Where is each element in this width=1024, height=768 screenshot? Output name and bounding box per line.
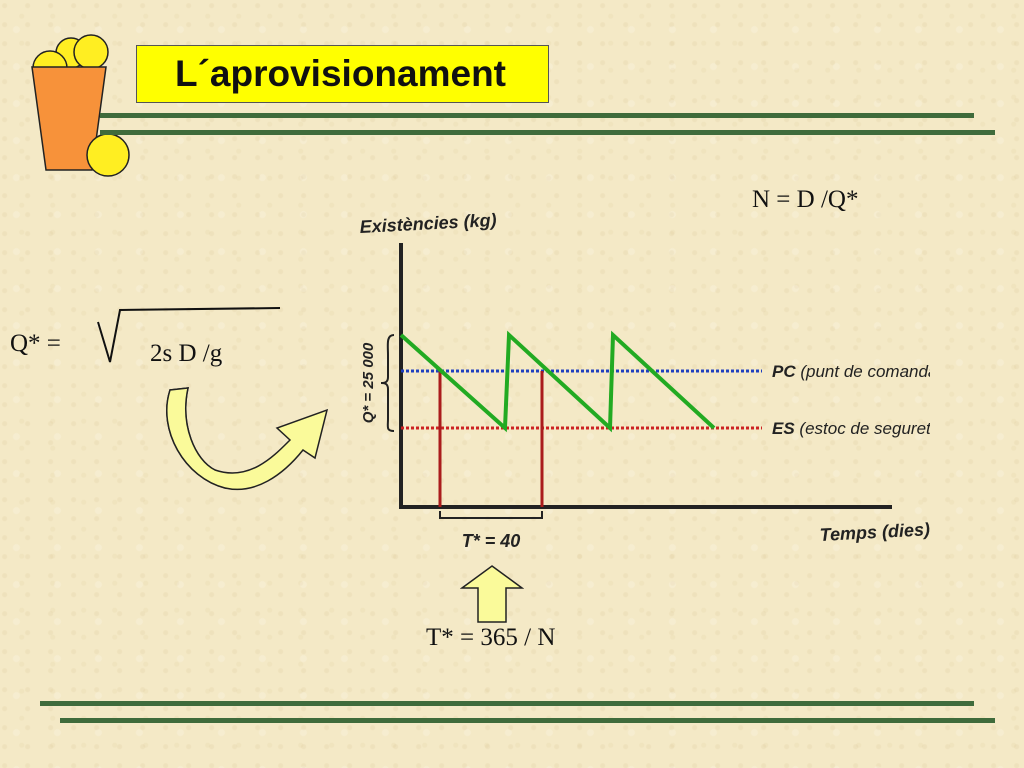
q-value-label: Q* = 25 000 (360, 342, 377, 423)
bottom-rule-2 (60, 718, 995, 723)
bottom-rule-1 (40, 701, 974, 706)
x-axis-label: Temps (dies) (819, 519, 930, 545)
pc-label-text: (punt de comanda) (796, 362, 930, 381)
q-formula-lhs: Q* = (10, 330, 61, 357)
inventory-diagram: Existències (kg) Temps (dies) Q* = 25 00… (359, 210, 930, 551)
t-value-label: T* = 40 (462, 531, 521, 551)
top-rule-2 (100, 130, 995, 135)
t-bracket (439, 511, 543, 519)
n-formula: N = D /Q* (752, 186, 859, 213)
up-arrow-icon (460, 565, 524, 623)
es-label-abbr: ES (772, 419, 795, 438)
es-label: ES (estoc de seguretat) (772, 419, 930, 438)
q-formula-radicand: 2s D /g (150, 340, 223, 367)
es-label-text: (estoc de seguretat) (795, 419, 930, 438)
pc-label-abbr: PC (772, 362, 796, 381)
inventory-sawtooth (399, 330, 716, 433)
t-formula: T* = 365 / N (426, 624, 556, 651)
y-axis-label: Existències (kg) (359, 210, 497, 237)
page-title: L´aprovisionament (136, 45, 549, 103)
curved-arrow-icon (166, 387, 329, 491)
q-brace (380, 334, 395, 432)
pc-label: PC (punt de comanda) (772, 362, 930, 381)
top-rule-1 (100, 113, 974, 118)
logo-icon (31, 34, 130, 177)
sqrt-sign-icon (97, 307, 281, 363)
